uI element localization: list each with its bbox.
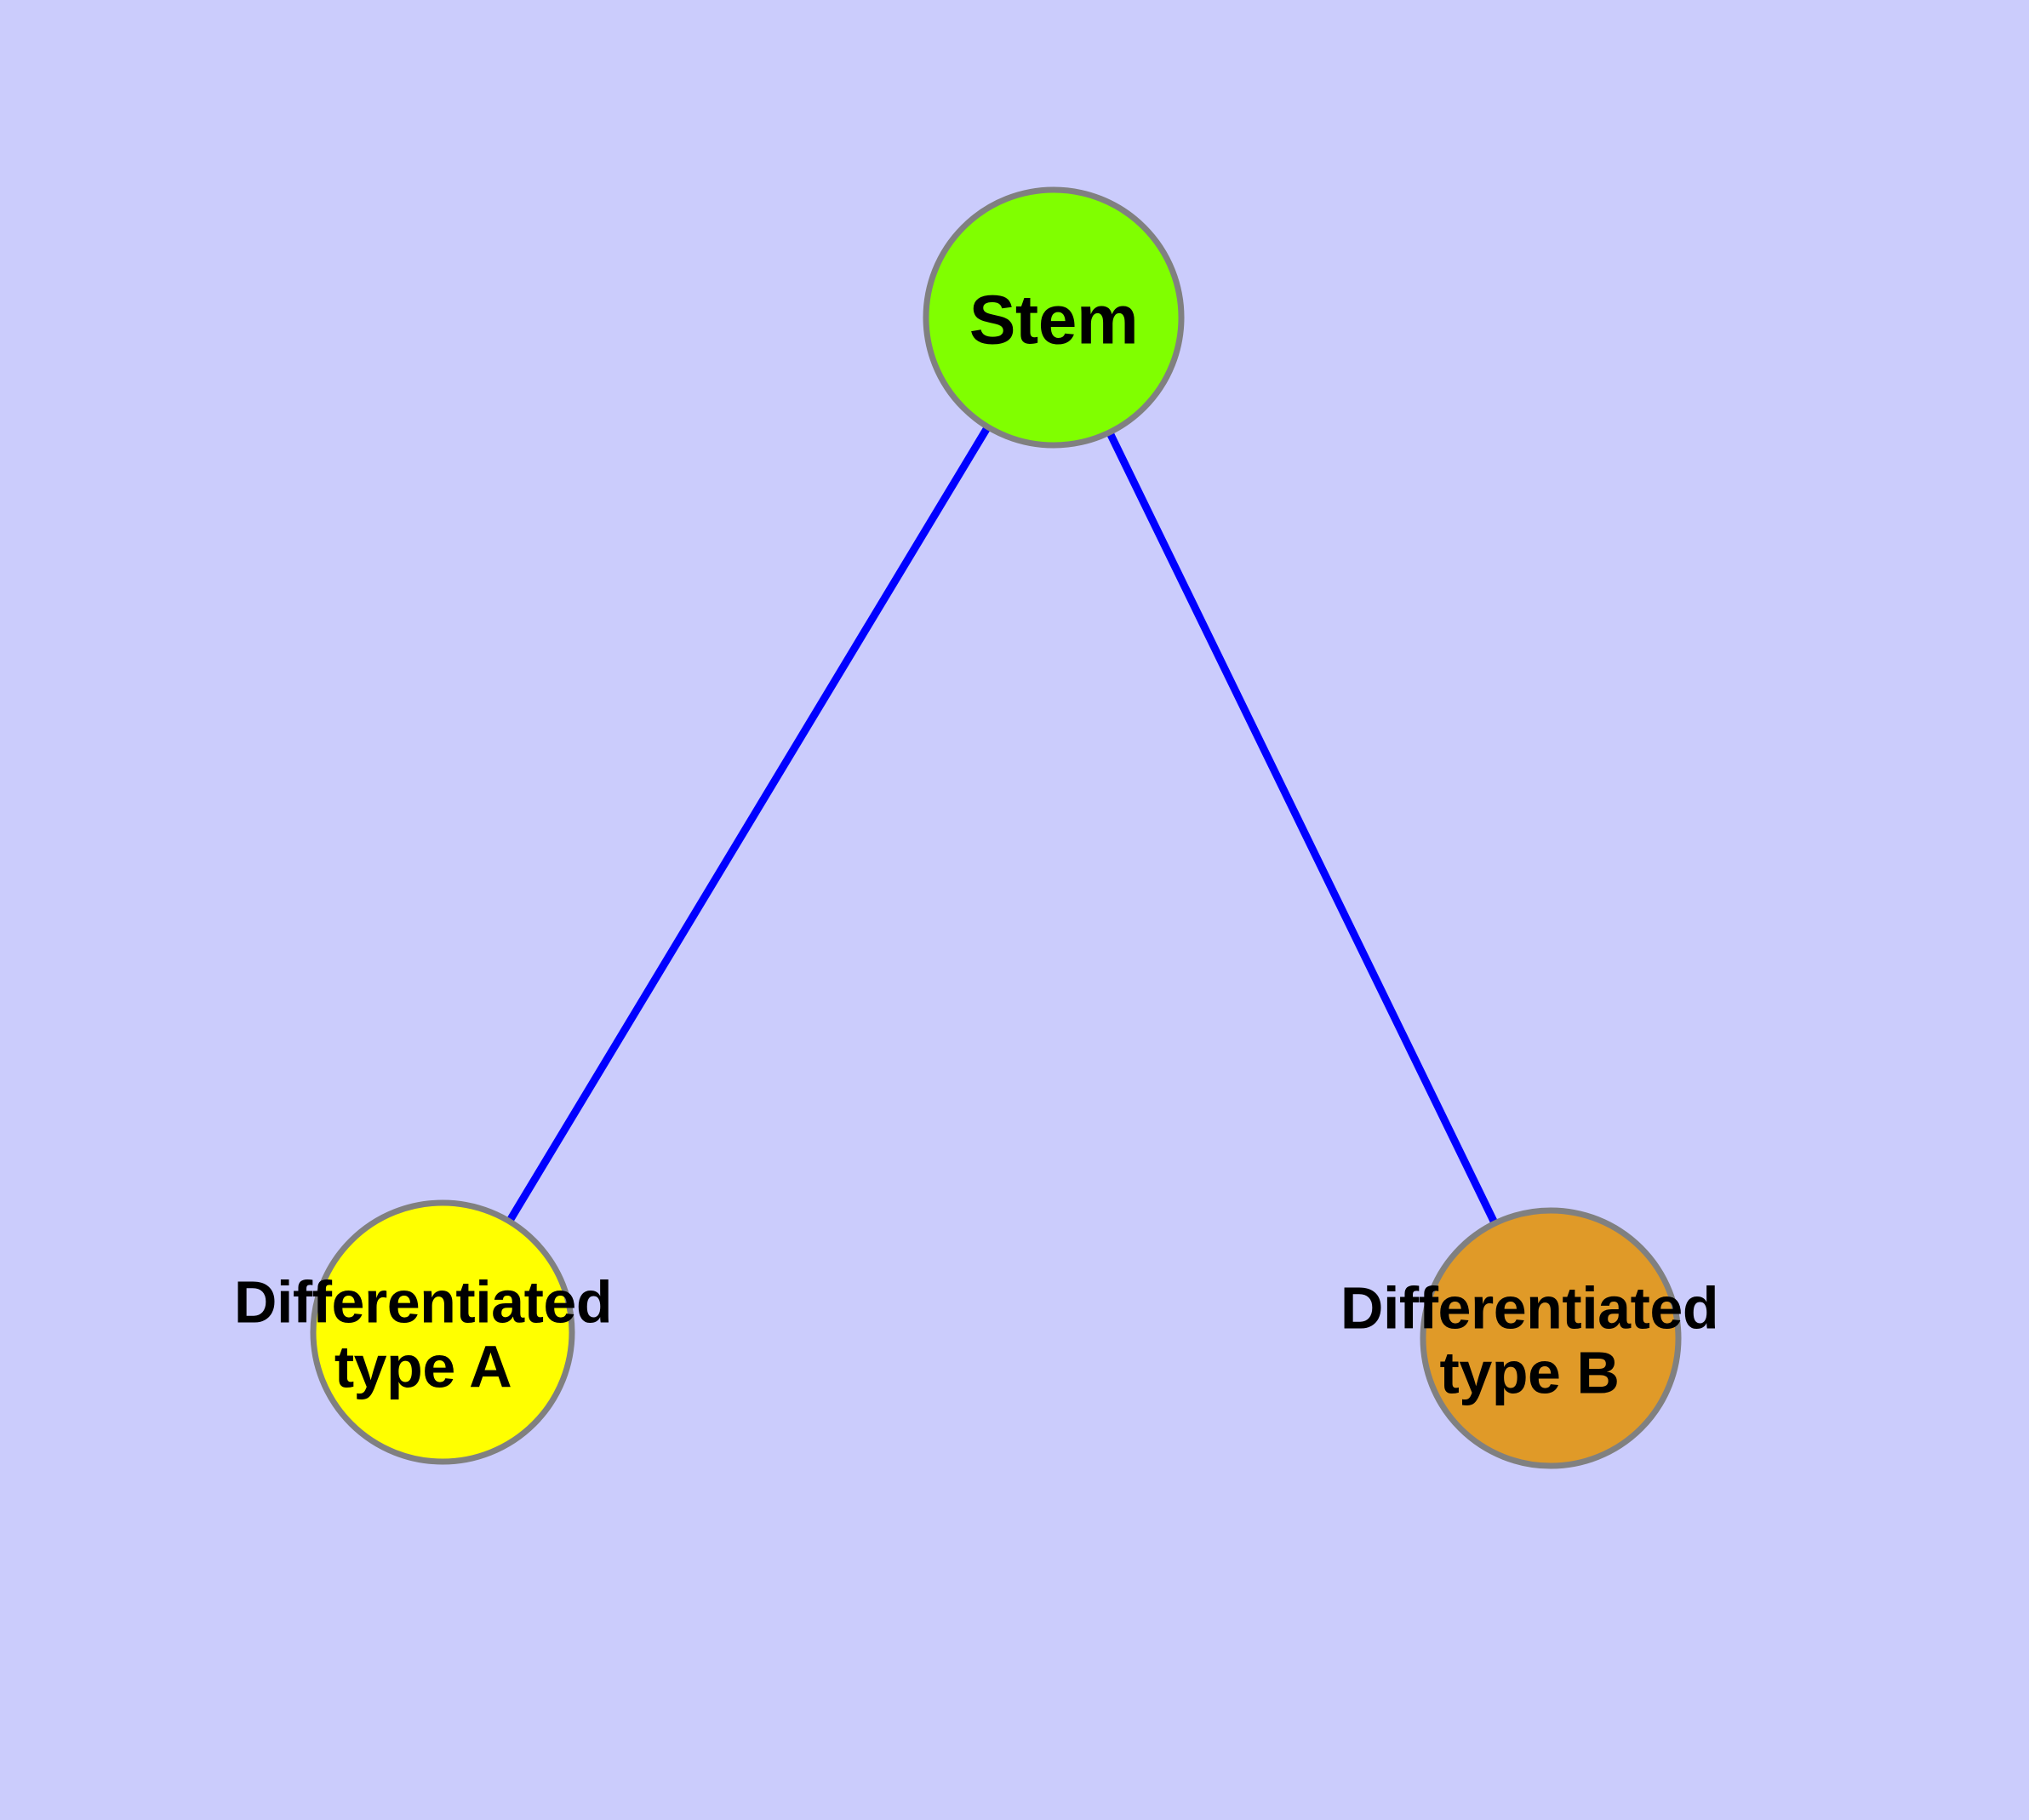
node-stem[interactable] xyxy=(923,186,1185,449)
edge-stem-to-differentiated-type-b[interactable] xyxy=(1049,316,1555,1340)
node-differentiated-type-b[interactable] xyxy=(1420,1207,1682,1469)
edge-stem-to-differentiated-type-a[interactable] xyxy=(439,315,1057,1335)
node-layer xyxy=(310,186,1682,1469)
node-differentiated-type-a[interactable] xyxy=(310,1199,575,1465)
edge-layer xyxy=(439,315,1555,1340)
